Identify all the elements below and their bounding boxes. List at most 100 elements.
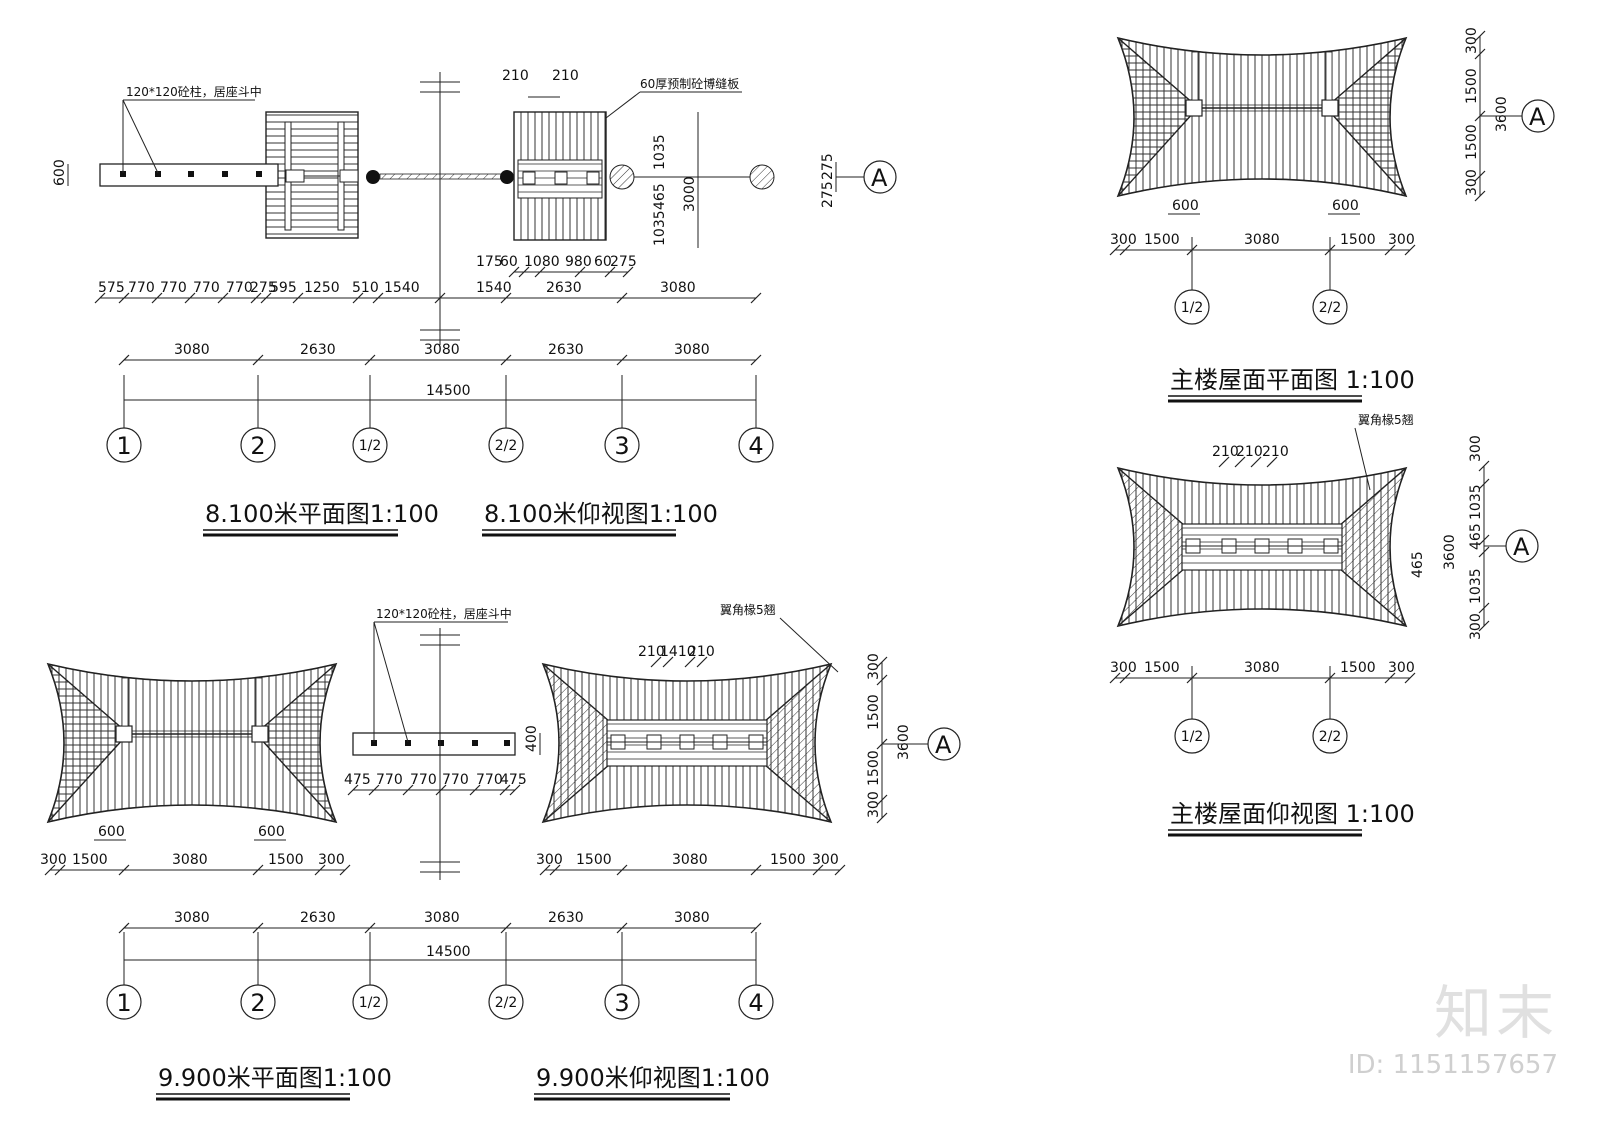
plan-9900-dim-bottom-3: 1500: [268, 852, 304, 868]
watermark-id: ID: 1151157657: [1347, 1050, 1558, 1080]
axis-row-9900-dim-3: 2630: [548, 910, 584, 926]
plan-8100-dim-side: 600: [52, 159, 68, 186]
dim-tick: [118, 864, 130, 876]
dim-tick: [434, 292, 446, 304]
dim-tick: [1404, 244, 1416, 256]
plan-9900-dim-bottom-2: 3080: [172, 852, 208, 868]
ceiling-9900-dim-total: 3600: [896, 724, 912, 760]
dim-tick: [1234, 456, 1246, 468]
dim-tick: [44, 864, 56, 876]
main-roof-plan-dim-right-0: 300: [1464, 27, 1480, 54]
dim-tick: [352, 292, 364, 304]
dim-tick: [1218, 456, 1230, 468]
axis-9900-0: 1: [116, 989, 131, 1017]
dim-tick: [750, 922, 762, 934]
axis-circle: [240, 984, 276, 1020]
main-roof-ceiling-axis-1: 2/2: [1319, 729, 1342, 745]
dim-tick: [250, 292, 262, 304]
dim-tick: [750, 292, 762, 304]
dim-tick: [1109, 672, 1121, 684]
main-roof-plan-dim-top-2: 600: [1332, 198, 1359, 214]
plan-8100-title: 8.100米平面图1:100: [205, 500, 439, 528]
dim-row-8100-1: 2630: [546, 280, 582, 296]
ceiling-9900-dim-bottom-1: 1500: [576, 852, 612, 868]
main-roof-ceiling-dim-left: 465: [1410, 551, 1426, 578]
dim-tick: [1266, 456, 1278, 468]
dim-tick: [662, 656, 674, 668]
dim-tick: [368, 784, 380, 796]
column-row-9900-dim-1: 770: [376, 772, 403, 788]
dim-tick: [534, 266, 546, 278]
axis-circle: [1312, 718, 1348, 754]
main-roof-plan-dim-right-3: 300: [1464, 169, 1480, 196]
dim-tick: [364, 922, 376, 934]
axis-row-8100-dim-2: 3080: [424, 342, 460, 358]
plan-8100-dim-5: 275: [250, 280, 277, 296]
dim-tick: [252, 922, 264, 934]
plan-8100-dim-4: 770: [226, 280, 253, 296]
main-roof-ceiling-dim-top-2: 210: [1262, 444, 1289, 460]
plan-9900-dim-bottom-4: 300: [318, 852, 345, 868]
main-roof-ceiling-dim-right-4: 300: [1468, 613, 1484, 640]
dim-tick: [876, 794, 888, 806]
axis-8100-2: 1/2: [359, 438, 382, 454]
axis-9900-1: 2: [250, 989, 265, 1017]
axis-circle: [1312, 289, 1348, 325]
plan-9900-dim-top-1: 600: [98, 824, 125, 840]
axis-row-9900-dim-4: 3080: [674, 910, 710, 926]
axis-row-8100-total: 14500: [426, 383, 471, 399]
axis-row-8100-dim-4: 3080: [674, 342, 710, 358]
dim-tick: [1109, 244, 1121, 256]
axis-circle: [604, 427, 640, 463]
dim-tick: [339, 864, 351, 876]
column-row-9900-dim-side: 400: [524, 725, 540, 752]
axis-circle: [488, 984, 524, 1020]
plan-9900-dim-bottom-0: 300: [40, 852, 67, 868]
dim-tick: [876, 656, 888, 668]
plan-8100-dim-8: 510: [352, 280, 379, 296]
ceiling-8100-dim-r1: 1035: [652, 134, 668, 170]
column-row-9900-dim-3: 770: [442, 772, 469, 788]
axis-circle: [738, 427, 774, 463]
main-roof-plan-dim-right-1: 1500: [1464, 68, 1480, 104]
axis-9900-3: 2/2: [495, 995, 518, 1011]
dim-tick: [616, 354, 628, 366]
main-roof-plan-dim-total: 3600: [1494, 96, 1510, 132]
ceiling-9900-dim-bottom-2: 3080: [672, 852, 708, 868]
axis-row-8100-dim-0: 3080: [174, 342, 210, 358]
ceiling-9900-dim-top-1: 1410: [660, 644, 696, 660]
ceiling-8100-dim-top-1: 210: [502, 68, 529, 84]
dim-tick: [750, 864, 762, 876]
dim-tick: [54, 864, 66, 876]
plan-9900-dim-top-2: 600: [258, 824, 285, 840]
dim-tick: [876, 812, 888, 824]
dim-tick: [469, 784, 481, 796]
dim-tick: [1474, 170, 1486, 182]
dim-tick: [252, 864, 264, 876]
main-roof-plan-title: 主楼屋面平面图 1:100: [1170, 366, 1415, 394]
dim-tick: [834, 864, 846, 876]
ceiling-9900-dim-bottom-4: 300: [812, 852, 839, 868]
plan-8100-dim-9: 1540: [384, 280, 420, 296]
dim-tick: [184, 292, 196, 304]
main-roof-ceiling-title: 主楼屋面仰视图 1:100: [1170, 800, 1415, 828]
dim-row-8100-2: 3080: [660, 280, 696, 296]
dim-tick: [94, 292, 106, 304]
dim-tick: [1404, 672, 1416, 684]
main-roof-ceiling-dim-right-3: 1035: [1468, 568, 1484, 604]
plan-8100-dim-0: 575: [98, 280, 125, 296]
axis-8100-5: 4: [748, 432, 763, 460]
dim-tick: [118, 354, 130, 366]
axis-marker-a-4: A: [1484, 529, 1539, 563]
dim-tick: [217, 292, 229, 304]
dim-tick: [500, 292, 512, 304]
dim-tick: [314, 864, 326, 876]
centerline-9900: [420, 628, 460, 880]
